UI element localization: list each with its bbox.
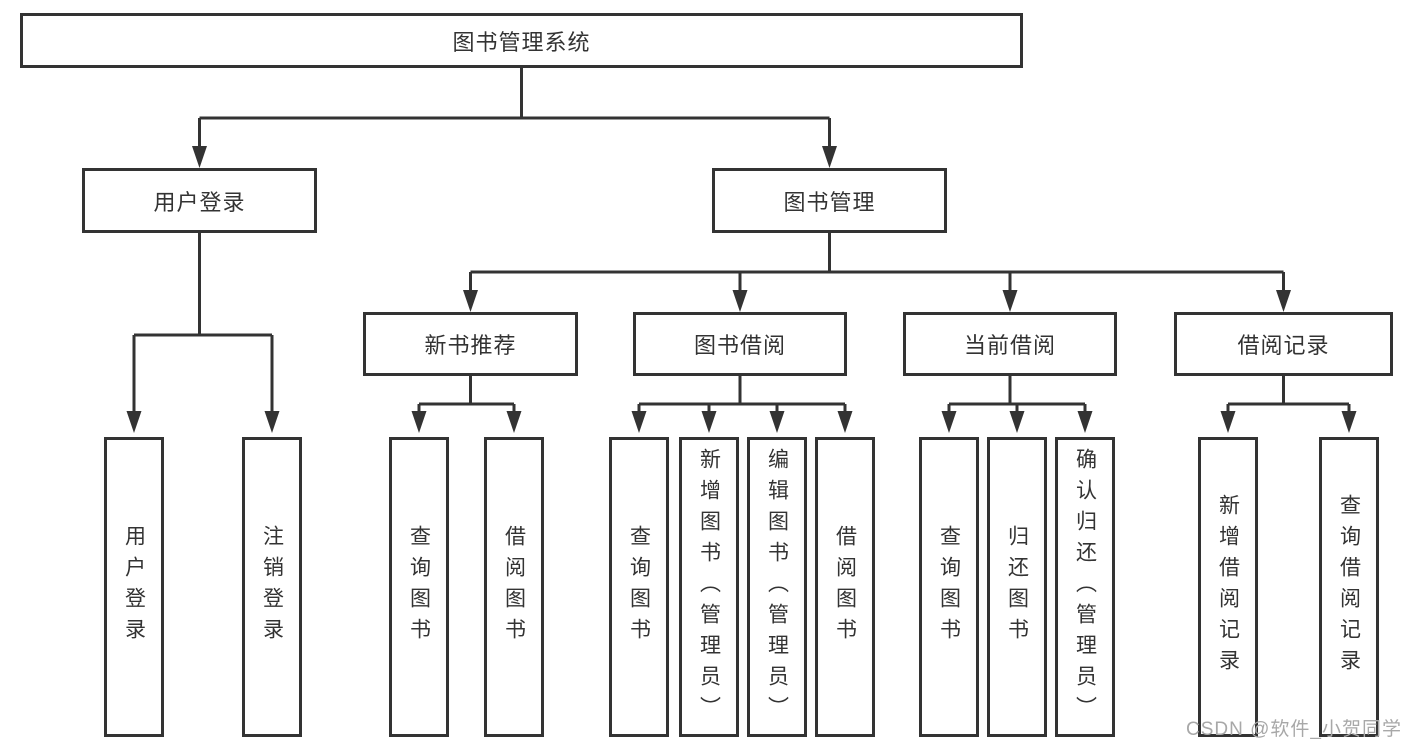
node-label: 编辑图书（管理员） xyxy=(765,447,789,727)
node-label: 归还图书 xyxy=(1005,525,1029,649)
node-book-borrow: 图书借阅 xyxy=(633,312,847,376)
node-label: 查询图书 xyxy=(407,525,431,649)
connector-lines xyxy=(132,68,1351,417)
leaf-edit-books-admin: 编辑图书（管理员） xyxy=(747,437,807,737)
leaf-query-books-borrow: 查询图书 xyxy=(609,437,669,737)
node-label: 查询图书 xyxy=(937,525,961,649)
leaf-logout: 注销登录 xyxy=(242,437,302,737)
node-book-management: 图书管理 xyxy=(712,168,947,233)
node-label: 借阅图书 xyxy=(502,525,526,649)
leaf-add-books-admin: 新增图书（管理员） xyxy=(679,437,739,737)
leaf-add-borrow-record: 新增借阅记录 xyxy=(1198,437,1258,737)
node-label: 图书管理 xyxy=(783,189,876,215)
csdn-watermark: CSDN @软件_小贺同学 xyxy=(1186,719,1402,740)
leaf-return-books: 归还图书 xyxy=(987,437,1047,737)
node-label: 确认归还（管理员） xyxy=(1073,447,1097,727)
leaf-query-books-recommend: 查询图书 xyxy=(389,437,449,737)
node-label: 查询图书 xyxy=(627,525,651,649)
node-label: 借阅图书 xyxy=(833,525,857,649)
leaf-query-books-current: 查询图书 xyxy=(919,437,979,737)
leaf-query-borrow-record: 查询借阅记录 xyxy=(1319,437,1379,737)
node-borrow-records: 借阅记录 xyxy=(1174,312,1393,376)
node-root-system: 图书管理系统 xyxy=(20,13,1023,68)
leaf-user-login: 用户登录 xyxy=(104,437,164,737)
node-label: 当前借阅 xyxy=(963,333,1056,358)
leaf-confirm-return-admin: 确认归还（管理员） xyxy=(1055,437,1115,737)
node-label: 新增借阅记录 xyxy=(1216,494,1240,680)
node-label: 用户登录 xyxy=(153,189,246,215)
node-label: 借阅记录 xyxy=(1237,333,1330,358)
leaf-borrow-books-recommend: 借阅图书 xyxy=(484,437,544,737)
node-current-borrow: 当前借阅 xyxy=(903,312,1117,376)
node-label: 注销登录 xyxy=(260,525,284,649)
node-label: 新书推荐 xyxy=(424,333,517,358)
node-new-book-recommend: 新书推荐 xyxy=(363,312,578,376)
node-label: 用户登录 xyxy=(122,525,146,649)
node-user-login: 用户登录 xyxy=(82,168,317,233)
leaf-borrow-books: 借阅图书 xyxy=(815,437,875,737)
node-label: 新增图书（管理员） xyxy=(697,447,721,727)
node-label: 图书管理系统 xyxy=(452,29,591,55)
node-label: 图书借阅 xyxy=(693,333,786,358)
node-label: 查询借阅记录 xyxy=(1337,494,1361,680)
